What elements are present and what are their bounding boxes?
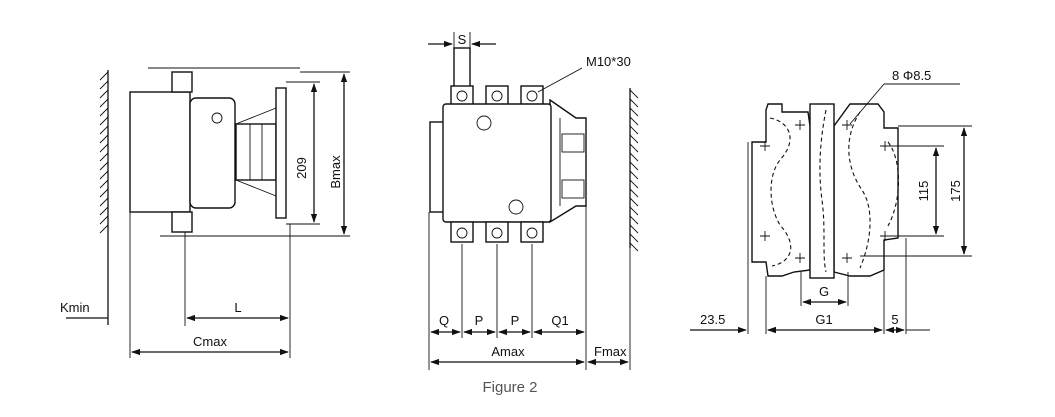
dim-fmax-label: Fmax bbox=[594, 344, 627, 359]
dim-p1-label: P bbox=[475, 313, 484, 328]
hatch-stroke bbox=[629, 98, 639, 108]
front-view: S M10*30 bbox=[428, 32, 639, 370]
front-wall-hatching bbox=[629, 89, 639, 252]
front-bottom-terminal-1 bbox=[450, 221, 474, 243]
side-wall-hatching bbox=[99, 71, 109, 234]
side-terminal-bar bbox=[275, 87, 287, 219]
side-bottom-terminal bbox=[171, 211, 193, 233]
dim-q-label: Q bbox=[439, 313, 449, 328]
dim-s-label: S bbox=[458, 32, 467, 47]
front-aux-block bbox=[549, 98, 587, 224]
dim-amax-label: Amax bbox=[491, 344, 525, 359]
dim-g1-label: G1 bbox=[815, 312, 832, 327]
side-view: 209 Bmax Kmin L Cmax bbox=[60, 67, 350, 358]
dim-bmax-label: Bmax bbox=[328, 155, 343, 189]
dim-l-label: L bbox=[234, 300, 241, 315]
hatch-stroke bbox=[99, 224, 109, 234]
dim-23-5-label: 23.5 bbox=[700, 312, 725, 327]
hatch-stroke bbox=[99, 152, 109, 162]
hatch-stroke bbox=[629, 143, 639, 153]
front-busbar bbox=[453, 47, 471, 89]
hatch-stroke bbox=[629, 107, 639, 117]
side-coil-body bbox=[129, 91, 191, 213]
hatch-stroke bbox=[99, 170, 109, 180]
front-hole-bottom bbox=[508, 199, 524, 215]
side-contact-body bbox=[189, 97, 236, 209]
hatch-stroke bbox=[629, 116, 639, 126]
hatch-stroke bbox=[99, 197, 109, 207]
hatch-stroke bbox=[629, 206, 639, 216]
mount-right-plate bbox=[833, 103, 899, 277]
hatch-stroke bbox=[99, 125, 109, 135]
mounting-view: 8 Φ8.5 115 175 G G1 23.5 5 bbox=[690, 68, 972, 334]
hatch-stroke bbox=[99, 107, 109, 117]
dim-kmin-label: Kmin bbox=[60, 300, 90, 315]
hatch-stroke bbox=[629, 233, 639, 243]
bolt-label: M10*30 bbox=[586, 54, 631, 69]
dim-q1-label: Q1 bbox=[551, 313, 568, 328]
hatch-stroke bbox=[99, 98, 109, 108]
front-main-body bbox=[442, 103, 552, 223]
side-screw bbox=[211, 112, 223, 124]
figure-caption: Figure 2 bbox=[482, 379, 537, 396]
dim-209-label: 209 bbox=[294, 157, 309, 179]
hatch-stroke bbox=[99, 206, 109, 216]
hatch-stroke bbox=[629, 197, 639, 207]
front-left-block bbox=[429, 121, 445, 213]
hatch-stroke bbox=[99, 116, 109, 126]
mount-center-column bbox=[809, 103, 835, 279]
hatch-stroke bbox=[629, 170, 639, 180]
dim-175-label: 175 bbox=[948, 180, 963, 202]
hatch-stroke bbox=[629, 224, 639, 234]
front-bottom-terminal-3 bbox=[520, 221, 544, 243]
side-arc-chamber bbox=[235, 123, 277, 181]
hatch-stroke bbox=[629, 89, 639, 99]
holes-label: 8 Φ8.5 bbox=[892, 68, 931, 83]
front-top-terminal-1 bbox=[450, 85, 474, 107]
hatch-stroke bbox=[99, 215, 109, 225]
front-bottom-terminal-2 bbox=[485, 221, 509, 243]
hatch-stroke bbox=[629, 242, 639, 252]
dim-g-label: G bbox=[819, 284, 829, 299]
hatch-stroke bbox=[629, 152, 639, 162]
hatch-stroke bbox=[99, 80, 109, 90]
dim-cmax-label: Cmax bbox=[193, 334, 227, 349]
hatch-stroke bbox=[99, 89, 109, 99]
hatch-stroke bbox=[99, 143, 109, 153]
hatch-stroke bbox=[99, 161, 109, 171]
front-top-terminal-3 bbox=[520, 85, 544, 107]
hatch-stroke bbox=[99, 179, 109, 189]
hatch-stroke bbox=[629, 188, 639, 198]
dim-p2-label: P bbox=[511, 313, 520, 328]
hatch-stroke bbox=[99, 71, 109, 81]
dim-115-label: 115 bbox=[916, 181, 931, 202]
hatch-stroke bbox=[629, 134, 639, 144]
front-top-terminal-2 bbox=[485, 85, 509, 107]
dim-5-label: 5 bbox=[891, 312, 898, 327]
hatch-stroke bbox=[99, 134, 109, 144]
hatch-stroke bbox=[629, 125, 639, 135]
hatch-stroke bbox=[629, 215, 639, 225]
side-top-terminal bbox=[171, 71, 193, 93]
front-hole-top bbox=[476, 115, 492, 131]
hatch-stroke bbox=[629, 179, 639, 189]
mount-left-plate bbox=[751, 103, 811, 277]
hatch-stroke bbox=[629, 161, 639, 171]
hatch-stroke bbox=[99, 188, 109, 198]
